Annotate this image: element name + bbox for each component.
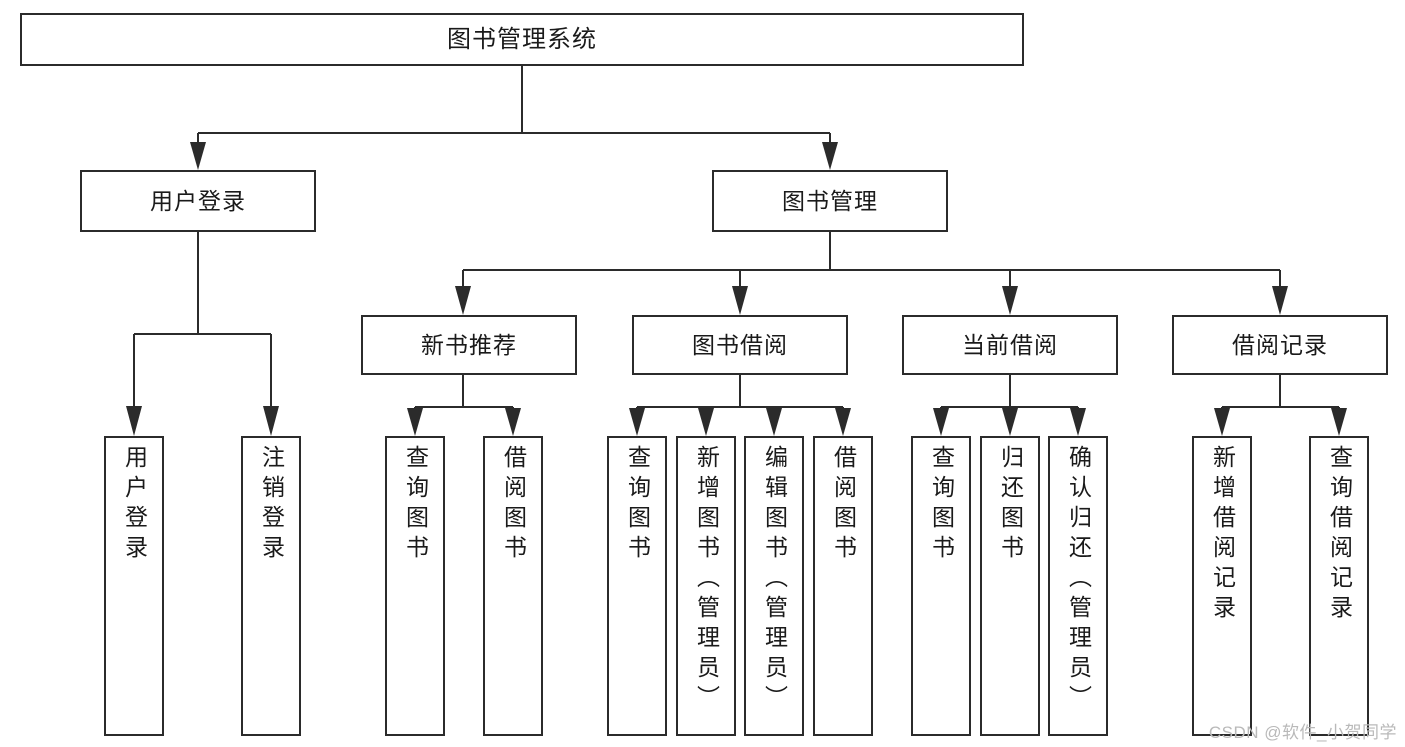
leaf-borrow-book-2-label: 借阅图书 <box>830 445 857 565</box>
leaf-add-book[interactable]: 新增图书（管理员） <box>676 436 736 736</box>
edge-bookmanage-to-level3 <box>455 232 1288 315</box>
leaf-query-book-3[interactable]: 查询图书 <box>911 436 971 736</box>
leaf-confirm-return[interactable]: 确认归还（管理员） <box>1048 436 1108 736</box>
leaf-query-book-1[interactable]: 查询图书 <box>385 436 445 736</box>
node-book-manage-label: 图书管理 <box>782 187 878 214</box>
leaf-user-logout[interactable]: 注销登录 <box>241 436 301 736</box>
leaf-borrow-book-1[interactable]: 借阅图书 <box>483 436 543 736</box>
leaf-query-record-label: 查询借阅记录 <box>1326 445 1353 625</box>
edge-root-to-level2 <box>190 66 838 170</box>
node-user-login-label: 用户登录 <box>150 187 246 214</box>
csdn-watermark: CSDN @软件_小贺同学 <box>1208 723 1397 742</box>
node-current-borrow-label: 当前借阅 <box>962 331 1058 358</box>
leaf-query-book-3-label: 查询图书 <box>928 445 955 565</box>
leaf-borrow-book-2[interactable]: 借阅图书 <box>813 436 873 736</box>
node-book-borrow[interactable]: 图书借阅 <box>632 315 848 375</box>
leaf-user-login-label: 用户登录 <box>121 445 148 565</box>
node-root[interactable]: 图书管理系统 <box>20 13 1024 66</box>
edge-current-to-leaves <box>933 375 1086 436</box>
leaf-add-record[interactable]: 新增借阅记录 <box>1192 436 1252 736</box>
leaf-user-logout-label: 注销登录 <box>258 445 285 565</box>
edge-record-to-leaves <box>1214 375 1347 436</box>
leaf-edit-book[interactable]: 编辑图书（管理员） <box>744 436 804 736</box>
leaf-borrow-book-1-label: 借阅图书 <box>500 445 527 565</box>
node-new-book-recommend[interactable]: 新书推荐 <box>361 315 577 375</box>
node-current-borrow[interactable]: 当前借阅 <box>902 315 1118 375</box>
leaf-user-login[interactable]: 用户登录 <box>104 436 164 736</box>
leaf-confirm-return-label: 确认归还（管理员） <box>1065 445 1092 715</box>
edge-recommend-to-leaves <box>407 375 521 436</box>
leaf-return-book-label: 归还图书 <box>997 445 1024 565</box>
node-book-borrow-label: 图书借阅 <box>692 331 788 358</box>
leaf-query-book-1-label: 查询图书 <box>402 445 429 565</box>
node-book-manage[interactable]: 图书管理 <box>712 170 948 232</box>
node-user-login[interactable]: 用户登录 <box>80 170 316 232</box>
leaf-edit-book-label: 编辑图书（管理员） <box>761 445 788 715</box>
edge-userlogin-to-leaves <box>126 232 279 436</box>
leaf-add-book-label: 新增图书（管理员） <box>693 445 720 715</box>
leaf-query-record[interactable]: 查询借阅记录 <box>1309 436 1369 736</box>
leaf-query-book-2-label: 查询图书 <box>624 445 651 565</box>
node-borrow-record-label: 借阅记录 <box>1232 331 1328 358</box>
leaf-add-record-label: 新增借阅记录 <box>1209 445 1236 625</box>
leaf-query-book-2[interactable]: 查询图书 <box>607 436 667 736</box>
leaf-return-book[interactable]: 归还图书 <box>980 436 1040 736</box>
node-root-label: 图书管理系统 <box>447 25 597 53</box>
edge-borrow-to-leaves <box>629 375 851 436</box>
node-new-book-recommend-label: 新书推荐 <box>421 331 517 358</box>
node-borrow-record[interactable]: 借阅记录 <box>1172 315 1388 375</box>
